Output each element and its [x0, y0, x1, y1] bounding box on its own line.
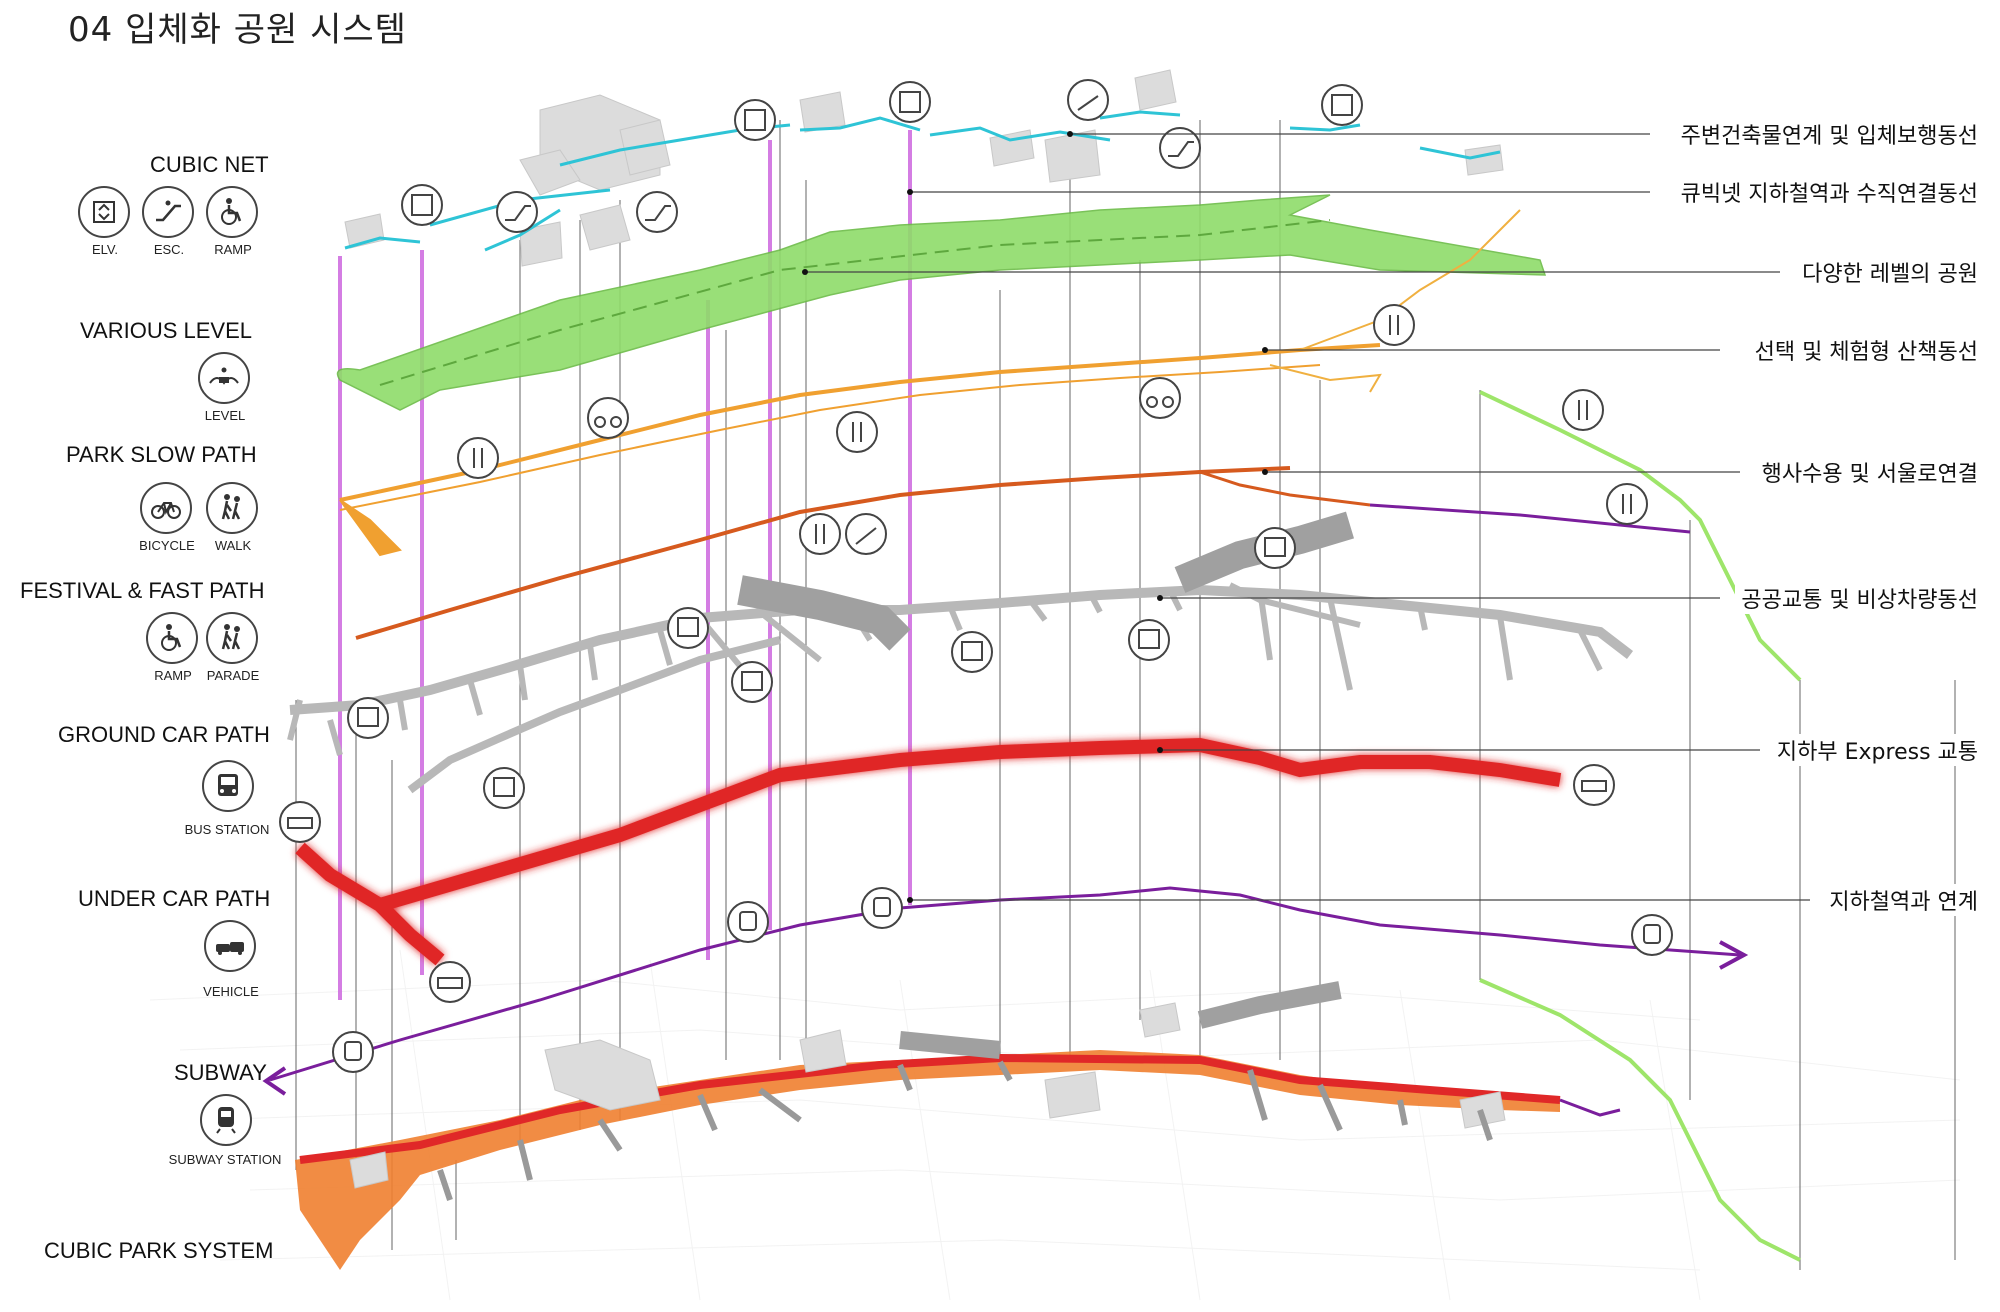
bus-icon	[1254, 527, 1296, 569]
bicycle-icon	[587, 397, 629, 439]
elevator-icon	[78, 186, 130, 238]
elevator-icon	[734, 99, 776, 141]
caption-vehicle: VEHICLE	[203, 984, 259, 999]
route-icons	[279, 79, 1673, 1073]
legend-title-park-slow-path: PARK SLOW PATH	[66, 442, 257, 467]
walk-icon	[836, 411, 878, 453]
projection-lines	[295, 120, 1956, 1270]
bus-icon	[731, 661, 773, 703]
caption-level: LEVEL	[204, 408, 246, 423]
caption-subway-station: SUBWAY STATION	[168, 1152, 282, 1167]
ramp-icon	[206, 186, 258, 238]
elevator-icon	[401, 184, 443, 226]
subway-icon	[200, 1094, 252, 1146]
bus-icon	[1128, 619, 1170, 661]
park-level-layer	[336, 194, 1547, 411]
bus-icon	[483, 767, 525, 809]
walk-icon	[1373, 304, 1415, 346]
festival-path-layer	[355, 466, 1691, 640]
legend-title-various-level: VARIOUS LEVEL	[80, 318, 252, 343]
ramp-icon	[845, 513, 887, 555]
express-path-layer	[295, 737, 1562, 966]
caption-ramp: RAMP	[214, 242, 252, 257]
elevator-icon	[1321, 84, 1363, 126]
bus-icon	[667, 607, 709, 649]
escalator-icon	[1159, 127, 1201, 169]
callout-label-8: 지하철역과 연계	[1823, 884, 1978, 916]
escalator-icon	[142, 186, 194, 238]
parade-icon	[206, 612, 258, 664]
vehicle-icon	[429, 961, 471, 1003]
callout-label-2: 큐빅넷 지하철역과 수직연결동선	[1674, 176, 1978, 208]
subway-icon	[861, 887, 903, 929]
park-slow-path-layer	[339, 209, 1521, 557]
walk-icon	[1562, 389, 1604, 431]
caption-bicycle: BICYCLE	[139, 538, 195, 553]
subway-path-layer	[262, 886, 1749, 1096]
composite-layer	[295, 981, 1621, 1270]
legend-title-under-car-path: UNDER CAR PATH	[78, 886, 271, 911]
caption-walk: WALK	[214, 538, 252, 553]
legend-title-cubic-park-system: CUBIC PARK SYSTEM	[44, 1238, 274, 1263]
legend-title-subway: SUBWAY	[174, 1060, 267, 1085]
cubic-net-layer	[344, 69, 1504, 267]
side-park-layer	[1479, 390, 1802, 1262]
vehicle-icon	[204, 920, 256, 972]
callout-label-7: 지하부 Express 교통	[1770, 734, 1978, 766]
subway-icon	[1631, 914, 1673, 956]
ground-car-path-layer	[287, 511, 1634, 794]
callout-label-3: 다양한 레벨의 공원	[1796, 256, 1978, 288]
callout-leaders	[805, 133, 1810, 901]
callout-label-1: 주변건축물연계 및 입체보행동선	[1674, 118, 1978, 150]
caption-parade: PARADE	[206, 668, 260, 683]
ramp-icon	[146, 612, 198, 664]
subway-icon	[332, 1031, 374, 1073]
bicycle-icon	[1139, 377, 1181, 419]
subway-icon	[727, 901, 769, 943]
legend-title-festival-fast-path: FESTIVAL & FAST PATH	[20, 578, 265, 603]
caption-esc: ESC.	[153, 242, 185, 257]
page-title: 04 입체화 공원 시스템	[68, 10, 407, 50]
walk-icon	[206, 482, 258, 534]
legend-title-ground-car-path: GROUND CAR PATH	[58, 722, 270, 747]
bus-icon	[347, 697, 389, 739]
elevator-icon	[889, 81, 931, 123]
walk-icon	[1606, 483, 1648, 525]
walk-icon	[457, 437, 499, 479]
caption-elv: ELV.	[91, 242, 119, 257]
walk-icon	[799, 513, 841, 555]
base-map	[149, 949, 1961, 1301]
vehicle-icon	[1573, 764, 1615, 806]
caption-ramp-2: RAMP	[154, 668, 192, 683]
callout-label-4: 선택 및 체험형 산책동선	[1748, 334, 1978, 366]
bus-icon	[951, 631, 993, 673]
escalator-icon	[496, 191, 538, 233]
ramp-icon	[1067, 79, 1109, 121]
caption-bus-station: BUS STATION	[184, 822, 270, 837]
callout-label-6: 공공교통 및 비상차량동선	[1735, 582, 1978, 614]
escalator-icon	[636, 191, 678, 233]
bus-icon	[202, 760, 254, 812]
callout-label-5: 행사수용 및 서울로연결	[1755, 456, 1978, 488]
level-icon	[198, 352, 250, 404]
bicycle-icon	[140, 482, 192, 534]
legend-title-cubic-net: CUBIC NET	[150, 152, 269, 177]
vehicle-icon	[279, 801, 321, 843]
